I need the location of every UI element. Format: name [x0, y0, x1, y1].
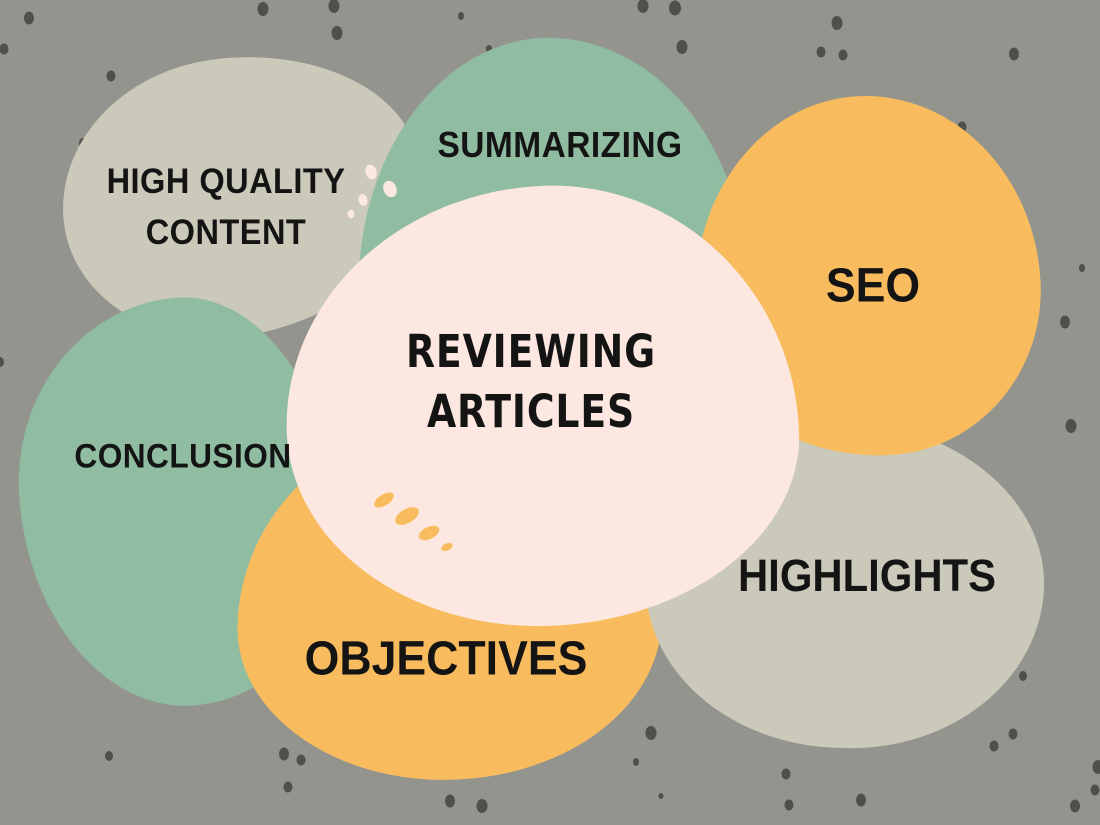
background-dot	[1092, 760, 1100, 774]
cream-speck	[347, 209, 355, 219]
background-dot	[283, 781, 293, 793]
label-summarizing: SUMMARIZING	[437, 124, 683, 165]
label-conclusion: CONCLUSION	[74, 437, 292, 476]
background-dot	[781, 768, 791, 780]
background-dot	[669, 0, 681, 16]
label-highlights: HIGHLIGHTS	[737, 550, 997, 601]
background-dot	[279, 747, 289, 761]
background-dot	[24, 11, 34, 25]
background-dot	[476, 799, 488, 813]
background-dot	[838, 49, 848, 61]
background-dot	[784, 799, 794, 811]
background-dot	[458, 12, 464, 20]
background-dot	[105, 751, 113, 761]
background-dot	[1065, 419, 1077, 433]
background-dot	[1070, 799, 1080, 813]
background-dot	[1060, 315, 1070, 329]
background-dot	[1090, 784, 1100, 796]
background-dot	[645, 726, 657, 740]
background-dot	[856, 793, 866, 807]
label-high-quality-content: HIGH QUALITY CONTENT	[107, 156, 346, 258]
label-line: HIGH QUALITY	[106, 162, 346, 201]
background-dot	[637, 0, 649, 13]
background-dot	[0, 357, 4, 367]
background-dot	[1009, 47, 1019, 61]
background-dot	[1019, 671, 1027, 681]
background-dot	[296, 754, 306, 766]
background-dot	[1079, 264, 1085, 272]
background-dot	[106, 70, 116, 82]
label-line: CONTENT	[145, 213, 307, 252]
background-dot	[957, 121, 967, 133]
background-dot	[331, 26, 343, 40]
background-dot	[0, 43, 9, 55]
background-dot	[1008, 728, 1018, 740]
label-seo: SEO	[825, 259, 921, 313]
label-objectives: OBJECTIVES	[304, 632, 588, 686]
background-dot	[658, 793, 664, 799]
label-line: REVIEWING	[405, 325, 657, 378]
background-dot	[633, 758, 639, 766]
background-dot	[257, 2, 269, 16]
background-dot	[328, 0, 340, 13]
background-dot	[831, 16, 843, 30]
background-dot	[816, 46, 826, 58]
background-dot	[676, 40, 688, 54]
label-reviewing-articles: REVIEWING ARTICLES	[406, 322, 656, 442]
background-dot	[989, 740, 999, 752]
background-dot	[445, 794, 455, 808]
label-line: ARTICLES	[426, 385, 636, 438]
background-dot	[486, 45, 492, 53]
